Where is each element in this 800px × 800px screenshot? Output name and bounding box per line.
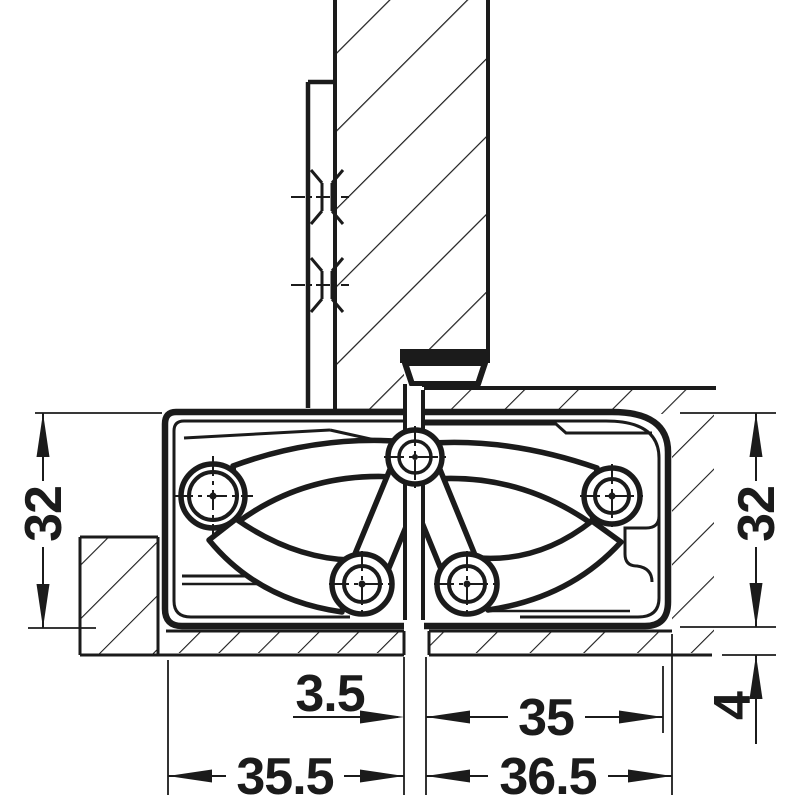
arrow-down-icon (749, 583, 763, 627)
arrow-up-icon (749, 413, 763, 457)
fixing-screw-bottom (291, 257, 349, 313)
dim-label-width-right-outer: 36.5 (499, 748, 596, 800)
arrow-right-icon (628, 769, 672, 783)
dimension-gap-center: 3.5 (293, 665, 404, 724)
dimension-depth-right: 32 (728, 413, 786, 627)
arrow-up-icon (36, 413, 50, 457)
dimension-width-right-inner: 35 (426, 689, 663, 747)
dim-label-width-left-outer: 35.5 (236, 748, 333, 800)
dim-label-offset-bottom-right: 4 (704, 691, 762, 720)
seal-profile (400, 349, 490, 387)
arrow-down-icon (36, 584, 50, 628)
dim-label-depth-left: 32 (15, 486, 73, 542)
frame-block-left (78, 535, 160, 655)
mounting-plate (305, 79, 335, 408)
arrow-up-icon (749, 655, 763, 699)
dim-label-depth-right: 32 (728, 486, 786, 542)
dim-label-gap-center: 3.5 (295, 665, 364, 723)
dimension-width-left-outer: 35.5 (168, 748, 404, 800)
dimension-offset-bottom-right: 4 (704, 655, 763, 744)
dimension-depth-left: 32 (15, 413, 73, 628)
frame-bottom-band-right (427, 629, 712, 657)
arrow-right-icon (619, 710, 663, 724)
dimension-width-right-outer: 36.5 (426, 748, 672, 800)
arrow-right-icon (360, 710, 404, 724)
arrow-right-icon (360, 769, 404, 783)
extension-lines (28, 412, 776, 795)
pivot-pins (173, 426, 644, 617)
dim-label-width-right-inner: 35 (518, 689, 574, 747)
fixing-screw-top (291, 169, 349, 225)
